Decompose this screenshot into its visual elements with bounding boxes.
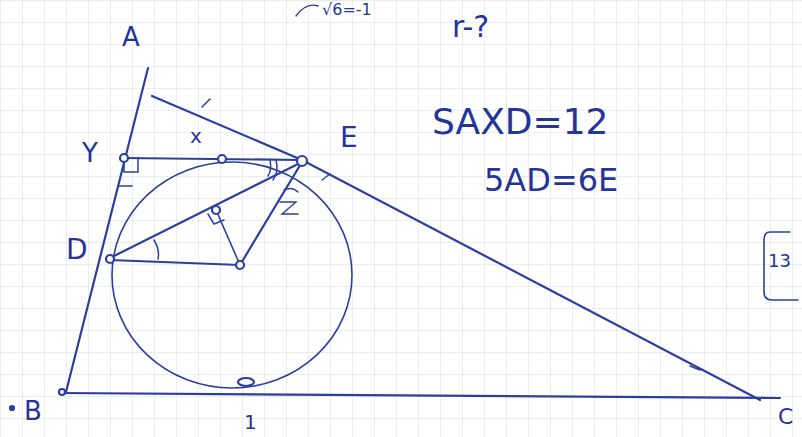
radius-perp: [216, 210, 240, 265]
incenter: [236, 261, 244, 269]
angle-arc: [284, 188, 298, 192]
question-note: r-?: [452, 12, 489, 42]
answer-number: 13: [768, 252, 791, 270]
triangle-figure: [60, 5, 798, 400]
scribble-note: √6=-1: [322, 2, 372, 18]
point-e: [297, 156, 307, 166]
side-ac: [152, 96, 760, 400]
angle-mark: [280, 202, 298, 214]
angle-arc: [154, 240, 159, 259]
segment-e-center: [240, 162, 302, 265]
point-b: [59, 389, 65, 395]
angle-arc: [273, 160, 277, 180]
points: [10, 154, 307, 410]
point-label: A: [122, 24, 140, 50]
given-note: 5AD=6E: [484, 164, 618, 196]
right-angle: [208, 214, 224, 224]
angle-arc: [268, 160, 271, 176]
segment-ye: [124, 158, 302, 160]
given-note: SAXD=12: [432, 104, 609, 140]
point-label: Y: [82, 140, 98, 166]
segment-d-center: [110, 260, 240, 265]
tangent-point: [212, 206, 220, 214]
point-d: [106, 255, 114, 263]
tick-label: 1: [244, 412, 257, 432]
point-y: [120, 154, 128, 162]
segment-label: x: [190, 126, 202, 146]
point-label: E: [340, 124, 358, 152]
tangent-point: [238, 378, 254, 386]
tick: [118, 185, 132, 187]
tangent-point: [218, 155, 226, 163]
dot: [10, 406, 14, 410]
tick: [202, 99, 210, 107]
answer-bracket: [764, 232, 798, 300]
side-bc: [60, 393, 780, 398]
point-label: D: [66, 236, 88, 264]
tick: [690, 366, 700, 370]
point-label: B: [24, 398, 42, 424]
tick: [322, 174, 330, 180]
point-label: C: [778, 406, 793, 428]
scribble: [296, 5, 318, 16]
